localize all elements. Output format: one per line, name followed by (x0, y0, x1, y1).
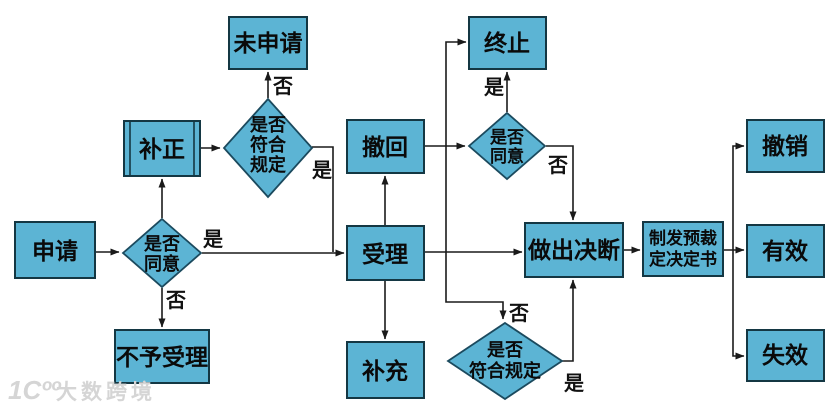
edge-label-comply2-no: 否 (508, 303, 529, 325)
node-agree2-diamond (467, 111, 547, 181)
node-apply-box (14, 221, 96, 279)
node-comply1-label: 是否符合规定 (249, 115, 287, 175)
edge-label-comply1-yes: 是 (311, 159, 332, 182)
edge-labels: 是 否 否 是 是 否 否 是 (165, 76, 584, 395)
node-supplement-label: 补充 (362, 358, 408, 384)
node-withdraw-label: 撤回 (362, 134, 408, 160)
node-not-applied-label: 未申请 (234, 30, 303, 56)
node-agree1: 是否同意 (121, 217, 203, 289)
node-reject-label: 不予受理 (116, 344, 208, 370)
node-supplement: 补充 (346, 341, 425, 399)
node-valid: 有效 (746, 224, 825, 278)
node-issue: 制发预裁定决定书 (642, 221, 724, 277)
edge-comply1-yes-to-accept (312, 146, 334, 252)
node-agree1-label: 是否同意 (143, 234, 180, 274)
node-correction-box (123, 120, 201, 177)
edge-label-agree2-no: 否 (547, 155, 568, 177)
edge-label-agree1-yes: 是 (202, 228, 223, 251)
node-comply2-diamond (446, 321, 564, 401)
node-comply1: 是否符合规定 (222, 97, 314, 199)
node-agree2-label: 是否同意 (490, 128, 524, 166)
watermark-text: 大数跨境 (56, 380, 156, 404)
node-comply2-label: 是否符合规定 (469, 340, 541, 381)
node-agree2: 是否同意 (467, 111, 547, 181)
node-agree1-diamond (121, 217, 203, 289)
node-apply-label: 申请 (32, 238, 78, 264)
edge-branch-to-terminate (445, 38, 467, 252)
node-accept-box (346, 225, 425, 281)
node-reject: 不予受理 (114, 329, 210, 384)
node-supplement-box (346, 341, 425, 399)
node-terminate-box (468, 16, 547, 70)
edge-issue-to-invalid (732, 250, 745, 360)
flow-edges (95, 38, 745, 362)
node-issue-label: 制发预裁定决定书 (649, 228, 717, 269)
edge-label-comply1-no: 否 (272, 76, 293, 98)
node-withdraw: 撤回 (346, 119, 425, 174)
edge-branch-no-to-comply2 (445, 252, 507, 320)
node-not-applied: 未申请 (228, 16, 308, 70)
edge-label-comply2-yes: 是 (563, 372, 584, 395)
node-comply1-diamond (222, 97, 314, 199)
watermark-logo: 1Ϲºº (8, 375, 62, 405)
node-correction: 补正 (123, 120, 201, 177)
node-decide-box (524, 222, 624, 278)
node-revoke-label: 撤销 (762, 133, 808, 159)
node-decide-label: 做出决断 (527, 237, 620, 263)
node-invalid-box (746, 329, 825, 382)
node-invalid: 失效 (746, 329, 825, 382)
edge-label-agree1-no: 否 (165, 290, 186, 312)
watermark: 1Ϲºº 大数跨境 (8, 375, 156, 405)
node-not-applied-box (228, 16, 308, 70)
node-terminate-label: 终止 (484, 30, 530, 56)
node-reject-box (114, 329, 210, 384)
node-revoke-box (746, 119, 825, 173)
node-invalid-label: 失效 (762, 342, 808, 368)
node-terminate: 终止 (468, 16, 547, 70)
edge-label-agree2-yes: 是 (483, 76, 504, 99)
flow-nodes: 申请 是否同意 不予受理 补正 未申请 是 (14, 16, 825, 401)
edge-comply2-yes-to-decide (562, 279, 577, 362)
edge-issue-to-revoke (732, 142, 745, 250)
node-issue-box (642, 221, 724, 277)
node-revoke: 撤销 (746, 119, 825, 173)
node-apply: 申请 (14, 221, 96, 279)
node-accept-label: 受理 (362, 241, 408, 267)
node-correction-label: 补正 (139, 136, 185, 162)
node-valid-label: 有效 (762, 238, 808, 264)
node-decide: 做出决断 (524, 222, 624, 278)
node-comply2: 是否符合规定 (446, 321, 564, 401)
edge-agree2-no-to-decide (546, 145, 577, 221)
node-accept: 受理 (346, 225, 425, 281)
node-valid-box (746, 224, 825, 278)
node-withdraw-box (346, 119, 425, 174)
